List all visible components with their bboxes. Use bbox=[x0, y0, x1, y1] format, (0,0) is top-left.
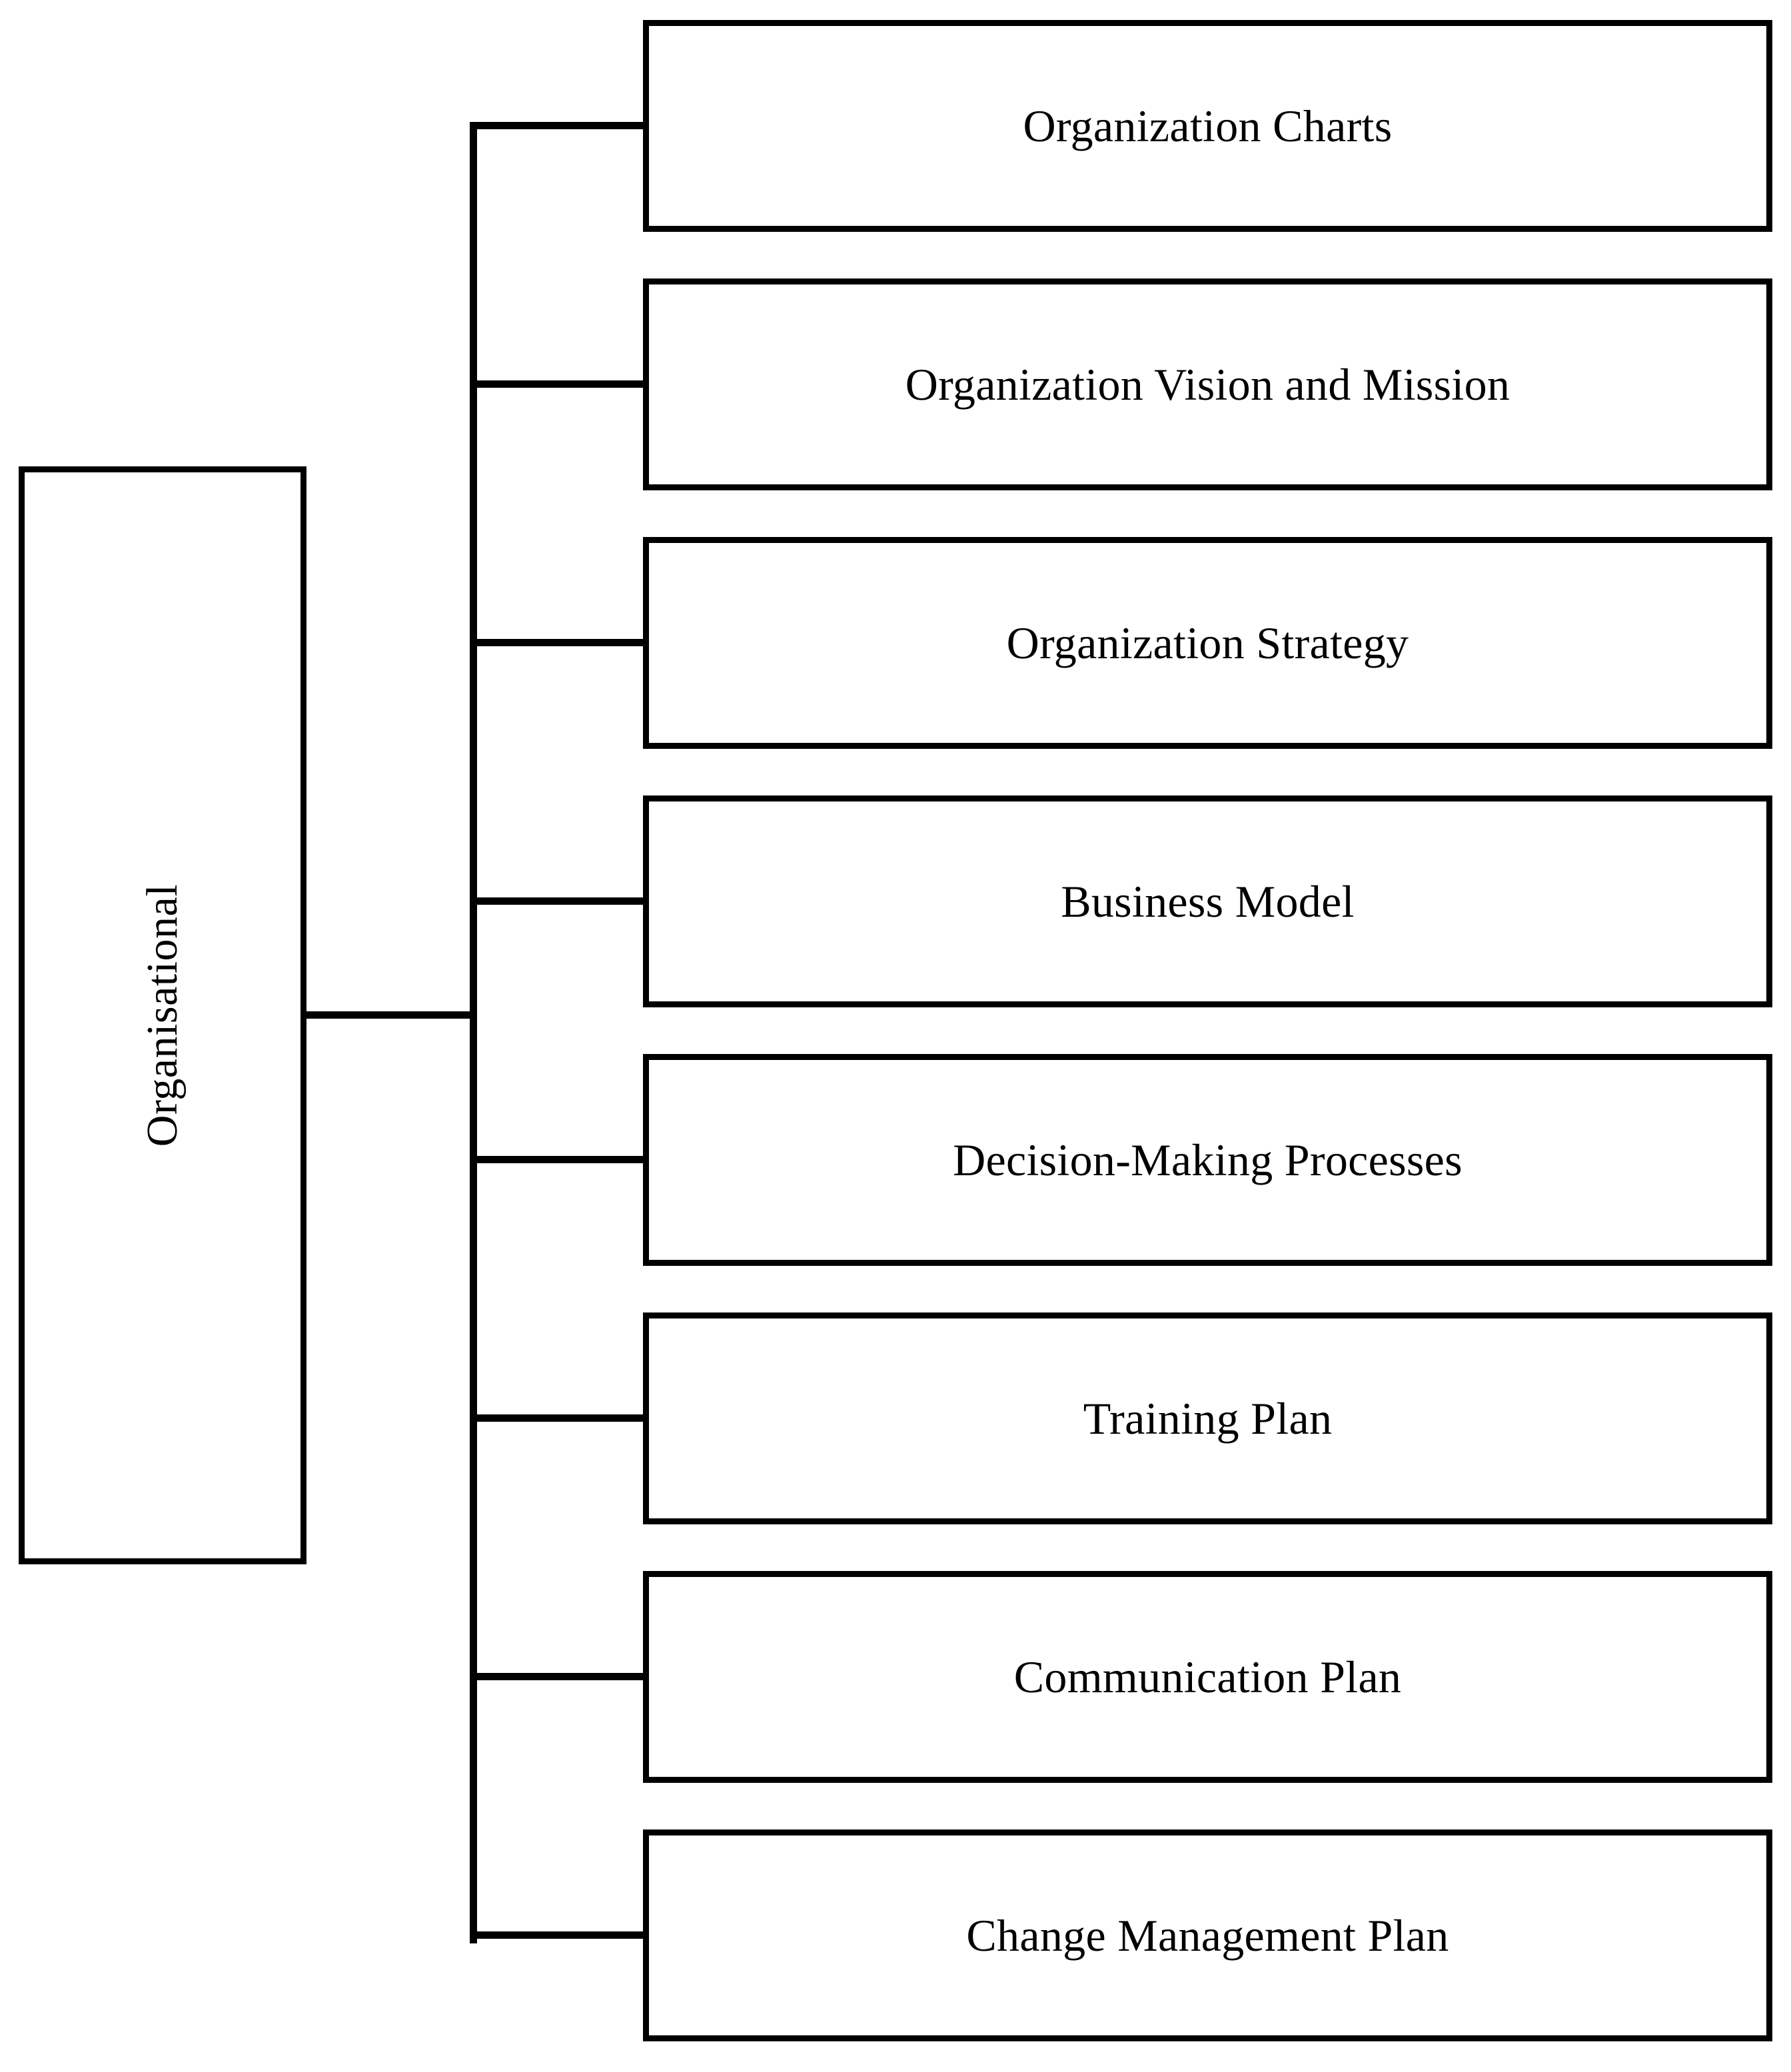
node-organisational-label: Organisational bbox=[138, 883, 187, 1147]
node-child-8-label: Change Management Plan bbox=[966, 1910, 1449, 1961]
connector-branch-1 bbox=[470, 122, 644, 129]
node-child-6-label: Training Plan bbox=[1083, 1393, 1333, 1444]
node-child-5[interactable]: Decision-Making Processes bbox=[643, 1054, 1772, 1266]
node-child-4[interactable]: Business Model bbox=[643, 795, 1772, 1007]
connector-branch-7 bbox=[470, 1673, 644, 1680]
connector-branch-8 bbox=[470, 1931, 644, 1939]
node-child-6[interactable]: Training Plan bbox=[643, 1312, 1772, 1524]
connector-branch-2 bbox=[470, 380, 644, 388]
node-child-2[interactable]: Organization Vision and Mission bbox=[643, 278, 1772, 490]
node-child-3-label: Organization Strategy bbox=[1006, 618, 1409, 668]
node-child-2-label: Organization Vision and Mission bbox=[905, 359, 1510, 410]
node-child-1[interactable]: Organization Charts bbox=[643, 20, 1772, 232]
node-child-4-label: Business Model bbox=[1061, 876, 1355, 927]
node-child-3[interactable]: Organization Strategy bbox=[643, 537, 1772, 749]
connector-trunk bbox=[470, 123, 477, 1943]
node-child-1-label: Organization Charts bbox=[1023, 101, 1393, 151]
node-organisational[interactable]: Organisational bbox=[19, 466, 306, 1564]
node-child-8[interactable]: Change Management Plan bbox=[643, 1829, 1772, 2041]
connector-branch-3 bbox=[470, 639, 644, 646]
node-child-5-label: Decision-Making Processes bbox=[953, 1135, 1463, 1185]
connector-branch-5 bbox=[470, 1156, 644, 1163]
connector-root-to-trunk bbox=[301, 1011, 476, 1019]
connector-branch-6 bbox=[470, 1414, 644, 1422]
node-child-7-label: Communication Plan bbox=[1013, 1652, 1402, 1702]
node-child-7[interactable]: Communication Plan bbox=[643, 1571, 1772, 1783]
connector-branch-4 bbox=[470, 897, 644, 905]
